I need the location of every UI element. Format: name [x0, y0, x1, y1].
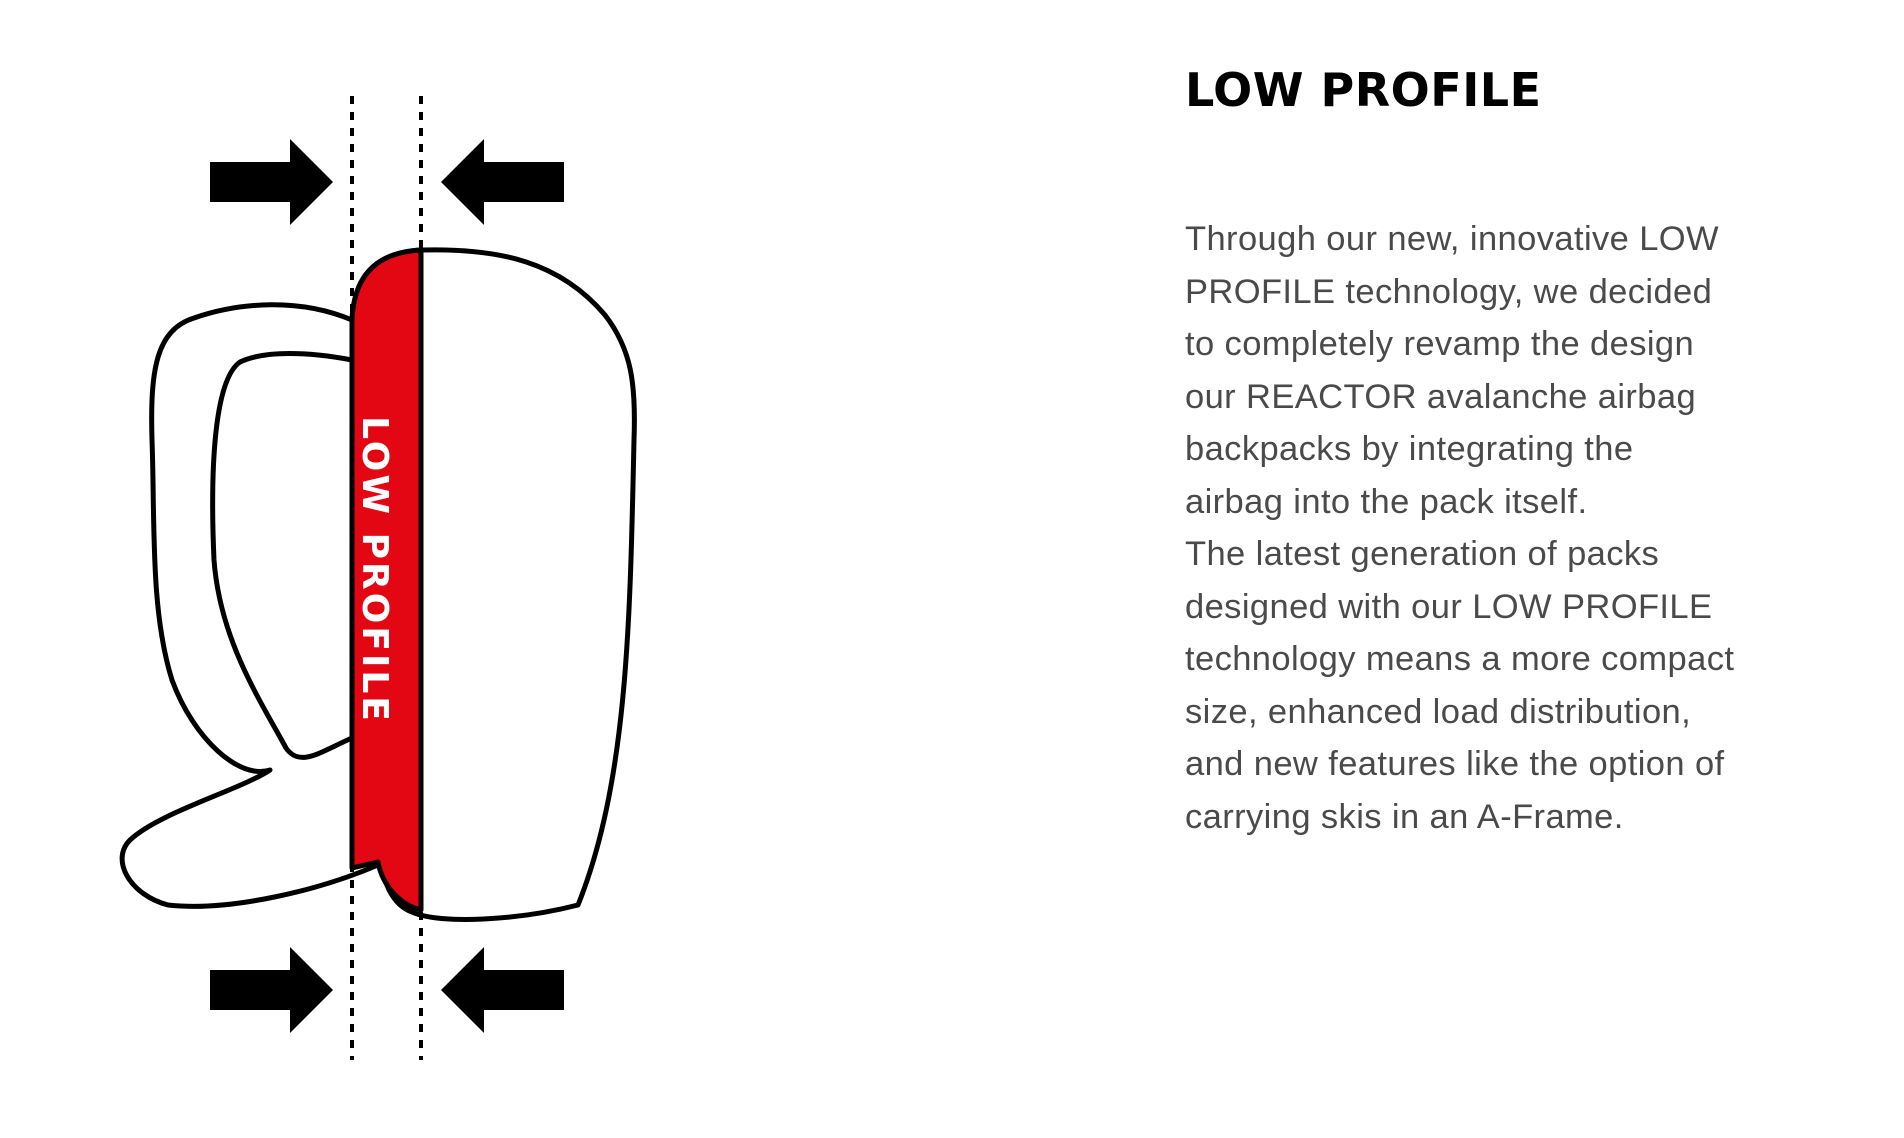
paragraph-line: technology means a more compact	[1185, 640, 1735, 678]
page-title: LOW PROFILE	[1185, 63, 1542, 117]
paragraph-line: size, enhanced load distribution,	[1185, 692, 1692, 731]
arrow-left-icon	[441, 947, 564, 1033]
strap-inner-outline	[210, 351, 355, 760]
description-paragraph-2: The latest generation of packs designed …	[1185, 528, 1845, 843]
backpack-outline-icon	[375, 247, 637, 922]
paragraph-line: backpacks by integrating the	[1185, 430, 1634, 468]
arrow-right-icon	[210, 947, 333, 1033]
paragraph-line: our REACTOR avalanche airbag	[1185, 377, 1697, 416]
paragraph-line: and new features like the option of	[1185, 745, 1725, 783]
paragraph-line: to completely revamp the design	[1185, 325, 1695, 363]
paragraph-line: The latest generation of packs	[1185, 535, 1660, 573]
shoulder-strap-outline	[119, 302, 381, 909]
description-paragraph-1: Through our new, innovative LOW PROFILE …	[1185, 213, 1845, 528]
paragraph-line: Through our new, innovative LOW	[1185, 220, 1720, 258]
arrow-right-icon	[210, 139, 333, 225]
arrow-left-icon	[441, 139, 564, 225]
paragraph-line: airbag into the pack itself.	[1185, 482, 1588, 521]
paragraph-line: designed with our LOW PROFILE	[1185, 587, 1713, 626]
low-profile-band	[349, 247, 424, 913]
description-column: LOW PROFILE Through our new, innovative …	[1185, 60, 1845, 843]
paragraph-line: carrying skis in an A-Frame.	[1185, 797, 1624, 836]
band-label: LOW PROFILE	[354, 416, 395, 724]
paragraph-line: PROFILE technology, we decided	[1185, 272, 1713, 311]
